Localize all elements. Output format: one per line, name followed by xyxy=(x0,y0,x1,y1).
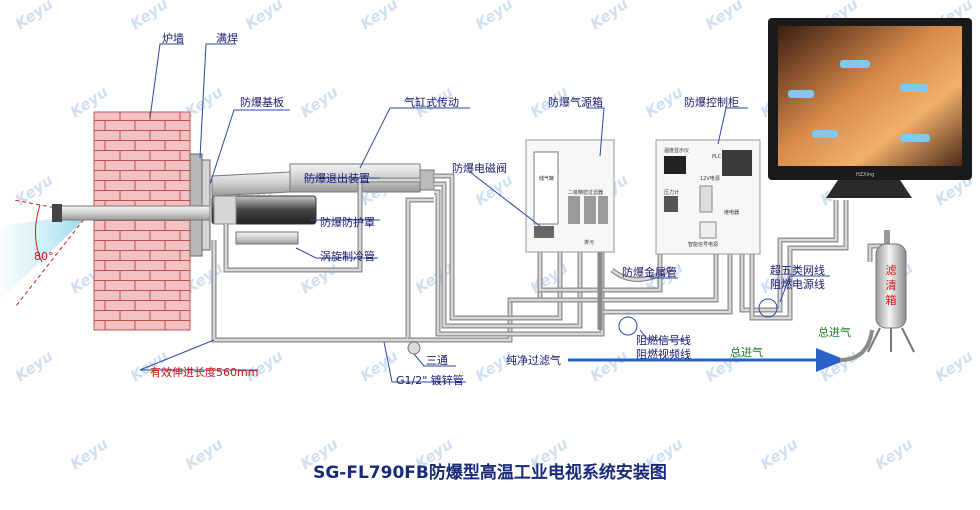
solenoid-valve xyxy=(534,226,554,238)
pipes xyxy=(211,173,886,343)
lens-head xyxy=(52,204,62,222)
viewing-cone xyxy=(0,214,90,300)
label-cat5-line: 超五类网线 xyxy=(770,263,825,277)
watermark: Keyu xyxy=(12,347,57,386)
vortex-cooling-tube xyxy=(235,231,299,245)
screen-flame xyxy=(900,84,928,92)
watermark: Keyu xyxy=(872,435,917,474)
screen-flame xyxy=(840,60,870,68)
pressure-label: 压力计 xyxy=(664,189,679,196)
signal-power xyxy=(699,221,717,239)
flange xyxy=(201,159,211,251)
watermark: Keyu xyxy=(297,83,342,122)
screen-flame xyxy=(900,134,930,142)
filter-legs xyxy=(867,327,915,353)
filter-box-label-char: 清 xyxy=(886,279,897,292)
furnace-wall xyxy=(93,111,191,331)
signal-cable-marker xyxy=(618,316,638,336)
label-effective-stroke: 有效伸进长度560mm xyxy=(150,365,258,379)
intake-bend xyxy=(839,329,874,362)
label-solenoid-valve: 防爆电磁阀 xyxy=(452,161,507,175)
watermark: Keyu xyxy=(757,435,802,474)
leader-lines xyxy=(139,43,830,383)
watermark: Keyu xyxy=(357,347,402,386)
filter-box-label: 滤清箱 xyxy=(886,264,897,307)
screen-flame xyxy=(812,130,838,138)
watermark: Keyu xyxy=(587,0,632,33)
protective-cover xyxy=(211,195,317,225)
label-video-line: 阻燃视频线 xyxy=(636,347,691,361)
label-galv-pipe: G1/2" 镀锌管 xyxy=(396,373,464,387)
diagram-title: SG-FL790FB防爆型高温工业电视系统安装图 xyxy=(313,462,667,483)
watermark: Keyu xyxy=(12,0,57,33)
label-base-plate: 防爆基板 xyxy=(240,95,284,109)
cover-flange xyxy=(213,195,237,225)
watermark: Keyu xyxy=(472,171,517,210)
fan-label: 智能信号电源 xyxy=(688,241,718,248)
label-vortex-cooling: 涡旋制冷管 xyxy=(320,249,375,263)
view-angle-line xyxy=(13,199,89,215)
filter-1 xyxy=(568,196,580,224)
watermark: Keyu xyxy=(587,347,632,386)
watermark: Keyu xyxy=(67,435,112,474)
screen-flame xyxy=(788,90,814,98)
filter-2 xyxy=(584,196,596,224)
power-cable-marker xyxy=(758,298,778,318)
label-tee: 三通 xyxy=(426,354,448,367)
filter-label: 二级精密过滤器 xyxy=(568,189,603,196)
watermark: Keyu xyxy=(357,0,402,33)
tee-fitting xyxy=(407,341,421,355)
power-label: 12V电源 xyxy=(700,175,720,182)
label-full-weld: 满焊 xyxy=(216,31,238,45)
watermark: Keyu xyxy=(127,0,172,33)
plc-unit xyxy=(722,150,752,176)
plc-label: PLC xyxy=(712,154,722,160)
pressure-switch xyxy=(664,196,678,212)
label-control-cabinet: 防爆控制柜 xyxy=(684,95,739,109)
label-main-intake-right: 总进气 xyxy=(818,325,851,339)
label-gas-box: 防爆气源箱 xyxy=(548,95,603,109)
angle-arc xyxy=(35,204,43,263)
watermark: Keyu xyxy=(642,83,687,122)
filter-3 xyxy=(598,196,608,224)
monitor-brand: HZXing xyxy=(856,172,874,178)
label-pneumatic-drive: 气缸式传动 xyxy=(404,95,459,109)
label-furnace-wall: 炉墙 xyxy=(162,31,184,45)
label-main-intake-bottom: 总进气 xyxy=(730,345,763,359)
watermark: Keyu xyxy=(297,259,342,298)
filter-box-label-char: 滤 xyxy=(886,264,897,277)
angle-label: 80° xyxy=(34,250,54,263)
label-clean-air: 纯净过滤气 xyxy=(506,353,561,367)
label-power-line: 阻燃电源线 xyxy=(770,277,825,291)
relay-label: 继电器 xyxy=(724,209,739,216)
gas-tank-label: 储气罐 xyxy=(539,175,554,182)
label-protective-cover: 防爆防护罩 xyxy=(320,215,375,229)
watermark: Keyu xyxy=(242,0,287,33)
gas-tank xyxy=(533,151,559,225)
label-metal-tube: 防爆金属管 xyxy=(622,265,677,279)
drain-label: 排污 xyxy=(584,239,594,246)
base-plate xyxy=(189,153,203,257)
watermark: Keyu xyxy=(932,347,977,386)
probe-tube xyxy=(59,205,211,221)
temp-display-label: 温度显示仪 xyxy=(664,147,689,154)
watermark: Keyu xyxy=(817,347,862,386)
watermark: Keyu xyxy=(12,171,57,210)
relay xyxy=(699,185,713,213)
temp-display xyxy=(664,156,686,174)
filter-box-label-char: 箱 xyxy=(886,293,897,307)
view-angle-line xyxy=(15,213,89,307)
monitor-stand xyxy=(826,180,912,198)
watermark: Keyu xyxy=(472,0,517,33)
filter-cap xyxy=(884,230,890,244)
label-retract-device: 防爆退出装置 xyxy=(304,171,370,185)
watermark: Keyu xyxy=(182,435,227,474)
cylinder-end xyxy=(419,169,435,191)
label-signal-line: 阻燃信号线 xyxy=(636,333,691,347)
watermark: Keyu xyxy=(702,0,747,33)
